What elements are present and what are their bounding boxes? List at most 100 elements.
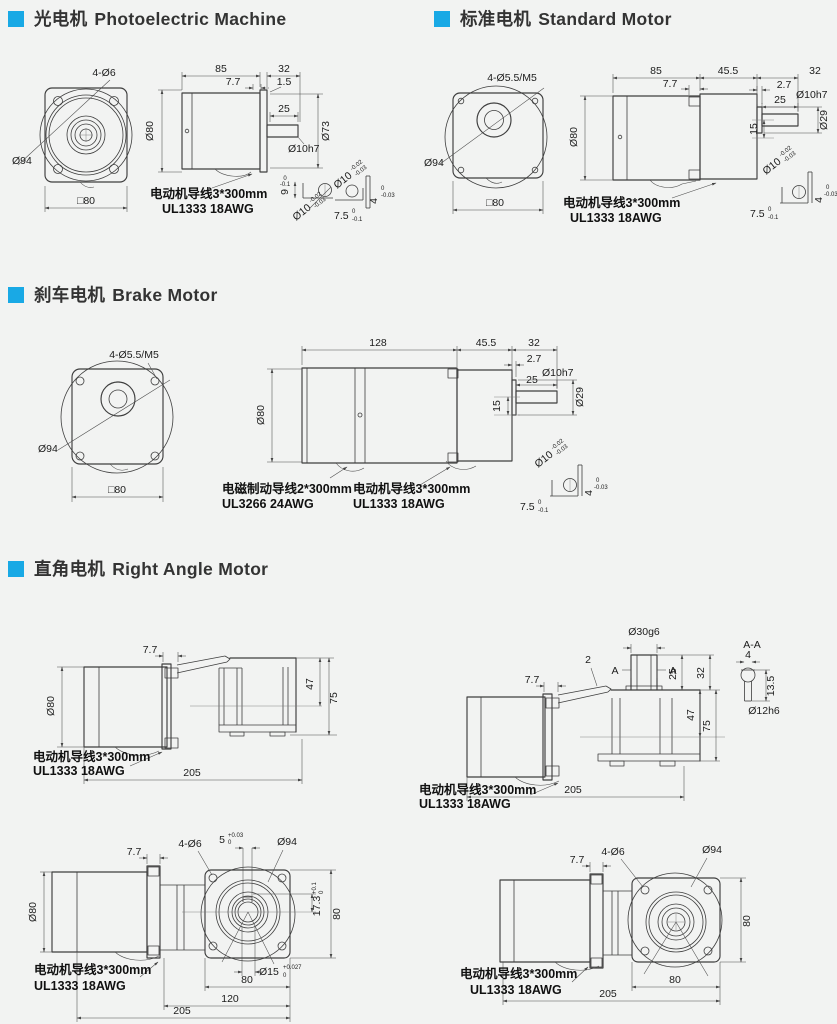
dim-det-flat-sub: -0.1: [768, 215, 779, 221]
dim-square: □80: [77, 195, 95, 207]
shaft-detail-1: 9 0 -0.1 Ø10 -0.02 -0.03: [279, 176, 333, 224]
dim-b-sec-left: A: [611, 665, 618, 677]
title-en: Right Angle Motor: [112, 559, 269, 579]
dim-c-keytop-sup: +0.1: [312, 881, 318, 894]
wire-label-1: 电动机导线3*300mm: [353, 481, 470, 496]
shaft-detail-2: Ø10 -0.02 -0.03 7.5 0 -0.1 4 0 -0.03: [331, 159, 395, 223]
dim-bolts: 4-Ø6: [92, 67, 116, 79]
section-title: 标准电机 Standard Motor: [460, 6, 672, 31]
dim-d1-dia: Ø10: [290, 202, 313, 224]
shaft-detail: Ø10 -0.02 -0.03 7.5 0 -0.1 4 0 -0.03: [750, 145, 837, 221]
standard-drawing: 4-Ø5.5/M5 Ø94 □80 Ø80 85 45.5 32 7.7 2.7…: [424, 65, 837, 225]
dim-det-flat: 7.5: [750, 208, 765, 220]
wire-label-2: UL1333 18AWG: [570, 211, 662, 225]
dim-flange-dia: Ø73: [320, 121, 332, 141]
dim-c-keytop: 17.3: [311, 896, 323, 917]
dim-det-depth: 4: [813, 197, 825, 203]
dim-b-boss: 7.7: [525, 674, 540, 686]
dim-det-flat-sub: -0.1: [538, 508, 549, 514]
dim-shaft-zone: 32: [809, 65, 821, 77]
dim-c-bore-sup: +0.027: [283, 965, 302, 971]
dim-boss: 7.7: [663, 78, 678, 90]
title-en: Photoelectric Machine: [94, 9, 287, 29]
dim-b-shaft-len: 25: [667, 668, 679, 680]
dim-d1-h: 9: [279, 189, 291, 195]
wire-label-1: 电动机导线3*300mm: [33, 749, 150, 764]
dim-c-height: 80: [331, 908, 343, 920]
side-view: Ø80 85 32 7.7 1.5 25 Ø73 Ø10h7 电动机导线3*30…: [144, 63, 332, 216]
wire-label-2: UL1333 18AWG: [419, 797, 511, 811]
dim-square: □80: [108, 484, 126, 496]
brake-drawing: 4-Ø5.5/M5 Ø94 □80 Ø80 128 45.5 32 2.7 Ø1…: [38, 337, 608, 514]
dim-d-boss: 7.7: [570, 854, 585, 866]
dim-b-secdia: Ø12h6: [748, 705, 780, 717]
dim-det-flat-sup: 0: [538, 500, 542, 506]
dim-det-flat: 7.5: [520, 501, 535, 513]
dim-c-keyw-sub: 0: [228, 840, 232, 846]
dim-c-width2: 120: [221, 993, 239, 1005]
dim-b-keyw: 4: [745, 649, 751, 661]
dim-det-dia: Ø10: [532, 449, 555, 471]
dim-c-keyw-sup: +0.03: [228, 833, 244, 839]
accent-square-icon: [8, 10, 24, 27]
dim-d-total: 205: [599, 988, 617, 1000]
dim-gear-len: 45.5: [476, 337, 497, 349]
dim-d-bolts: 4-Ø6: [601, 846, 625, 858]
view-b: Ø30g6 2 A A 25 32 47 75 7.7 205 电动机导线3*3…: [419, 626, 780, 811]
dim-det-depth: 4: [583, 490, 595, 496]
dim-boss-dia: Ø29: [574, 387, 586, 407]
title-en: Brake Motor: [112, 285, 218, 305]
title-en: Standard Motor: [538, 9, 672, 29]
wire-label-1: 电动机导线3*300mm: [563, 195, 680, 210]
dim-c-keytop-sub: 0: [319, 890, 325, 894]
accent-square-icon: [434, 10, 450, 27]
dim-a-height: 75: [328, 692, 340, 704]
dim-shaft-zone: 32: [278, 63, 290, 75]
dim-d2-flat-sub: -0.1: [352, 217, 363, 223]
dim-d2-dia: Ø10: [331, 170, 354, 192]
dim-det-depth-sup: 0: [826, 185, 830, 191]
dim-b-plate: 2: [585, 654, 591, 666]
dim-b-outdia: Ø30g6: [628, 626, 660, 638]
view-d: 4-Ø6 Ø94 7.7 80 80 205 电动机导线3*300mm UL13…: [460, 844, 753, 1005]
title-cn: 刹车电机: [34, 285, 106, 305]
dim-step: 1.5: [277, 76, 292, 88]
dim-d-width: 80: [669, 974, 681, 986]
dim-d2-depth-sub: -0.03: [381, 193, 395, 199]
dim-det-depth-sub: -0.03: [594, 485, 608, 491]
wire-label-2: UL1333 18AWG: [33, 764, 125, 778]
dim-d-height: 80: [741, 915, 753, 927]
dim-d1-dia-group: Ø10 -0.02 -0.03: [290, 191, 327, 224]
dim-shaft-zone: 32: [528, 337, 540, 349]
dim-b-height: 75: [701, 720, 713, 732]
dim-c-body-dia: Ø80: [27, 902, 39, 922]
brake-wire-label-1: 电磁制动导线2*300mm: [222, 481, 352, 496]
wire-label-2: UL1333 18AWG: [162, 202, 254, 216]
dim-d2-dia-group: Ø10 -0.02 -0.03: [331, 159, 368, 192]
accent-square-icon: [8, 560, 24, 577]
accent-square-icon: [8, 286, 24, 303]
dim-a-boss: 7.7: [143, 644, 158, 656]
dim-bolts: 4-Ø5.5/M5: [109, 349, 159, 361]
title-cn: 标准电机: [460, 9, 532, 29]
dim-step: 2.7: [527, 353, 542, 365]
dim-boss-dia: Ø29: [818, 110, 830, 130]
dim-shaft-len: 25: [278, 103, 290, 115]
dim-a-body-dia: Ø80: [45, 696, 57, 716]
front-view: 4-Ø5.5/M5 Ø94 □80: [424, 72, 548, 214]
section-header-brake: 刹车电机 Brake Motor: [8, 282, 218, 307]
dim-gear-len: 45.5: [718, 65, 739, 77]
dim-det-depth-sub: -0.03: [824, 192, 837, 198]
section-title: 刹车电机 Brake Motor: [34, 282, 218, 307]
section-header-standard: 标准电机 Standard Motor: [434, 6, 672, 31]
dim-c-width: 80: [241, 974, 253, 986]
wire-label-2: UL1333 18AWG: [353, 497, 445, 511]
front-view: 4-Ø5.5/M5 Ø94 □80: [38, 349, 174, 502]
dim-b-shaft-zone: 32: [695, 667, 707, 679]
side-view: Ø80 85 45.5 32 7.7 2.7 25 Ø10h7 Ø29 15 电…: [563, 65, 830, 225]
dim-det-flat-sup: 0: [768, 207, 772, 213]
